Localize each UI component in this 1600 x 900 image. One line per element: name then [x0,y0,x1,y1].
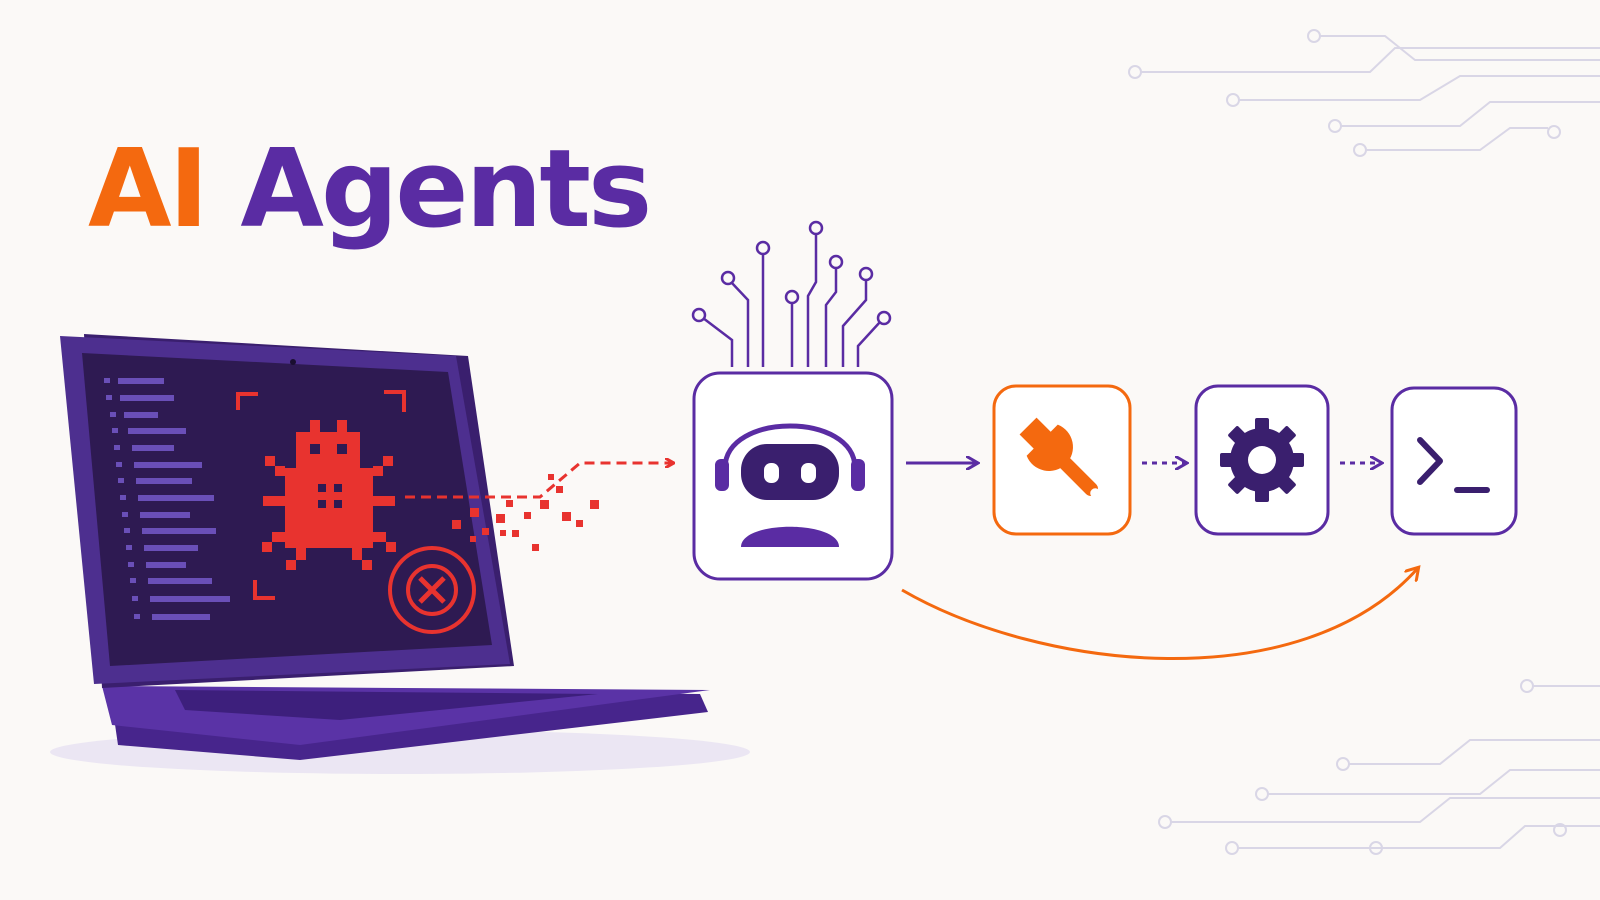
error-x-icon [388,546,476,634]
wrench-icon [1019,417,1101,499]
terminal-prompt-icon [1417,437,1490,493]
robot-headset-icon [715,423,865,547]
gear-icon [1220,418,1304,502]
bug-icon [262,420,396,570]
glitch-pixels [452,474,599,551]
bug-eyes [310,444,347,508]
headline-ai: AI [88,127,209,252]
circuit-decoration-top [1128,29,1600,157]
headline-agents: Agents [240,127,652,252]
code-lines [104,378,230,620]
terminal-box [1390,386,1518,536]
agent-antenna-circuit [691,220,892,367]
circuit-decoration-bottom [1158,679,1600,855]
skip-ahead-arrow [901,568,1418,660]
bug-to-agent-arrow [405,463,673,499]
headline: AI Agents [88,136,652,244]
bug-target-frame [236,390,406,600]
